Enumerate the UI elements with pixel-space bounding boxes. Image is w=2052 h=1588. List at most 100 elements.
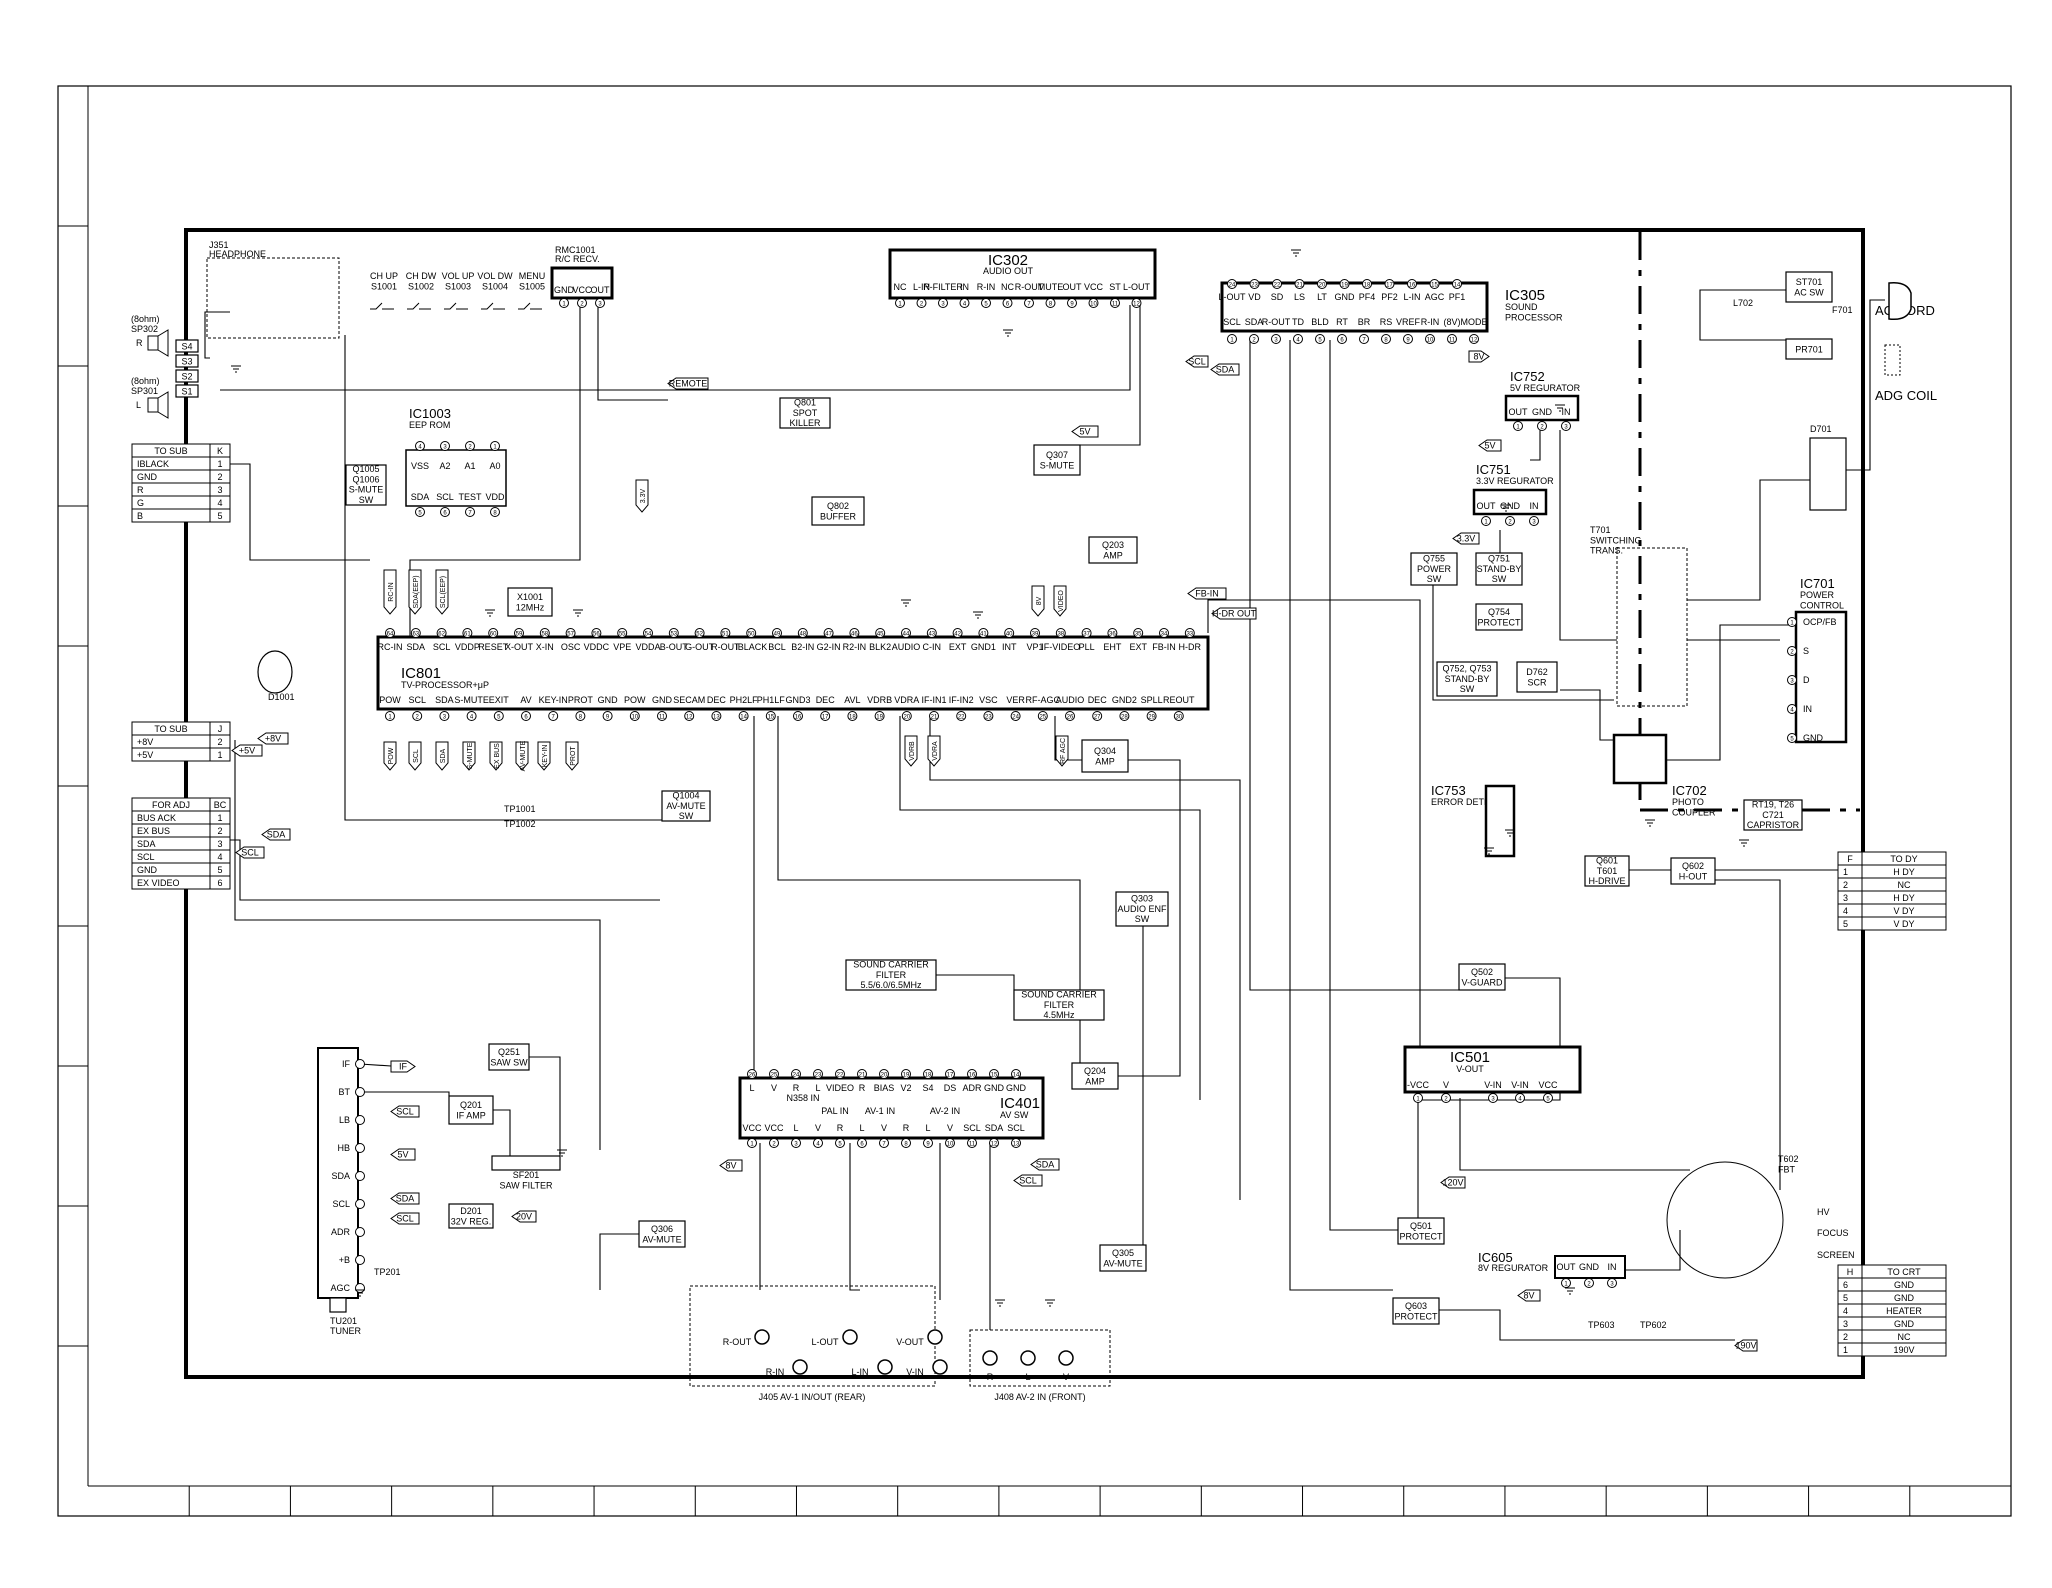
ic302-pin: R-FILTER [923, 282, 963, 292]
pin-number: 1 [1790, 621, 1794, 627]
ic801-signal-arrow-text: VDRB [909, 741, 916, 761]
pin [1787, 646, 1797, 656]
pin-number: 3 [1790, 679, 1794, 685]
pin-number: 33 [1186, 632, 1193, 638]
pin [1011, 1069, 1021, 1079]
signal-tag-text: 120V [1442, 1178, 1463, 1188]
ic801-pin-bottom: SECAM [673, 695, 705, 705]
pin-number: 4 [816, 1142, 820, 1148]
ic501-pin: V [1443, 1080, 1449, 1090]
ic401-pin-bottom: R [903, 1123, 910, 1133]
signal-tag-text: SCL [1019, 1176, 1037, 1186]
pin-number: 4 [470, 715, 474, 721]
ic801-desc: TV-PROCESSOR+μP [401, 680, 489, 690]
pin-number: 60 [490, 632, 497, 638]
pin [559, 298, 569, 308]
ic401-pin-bottom: L [925, 1123, 930, 1133]
ic801-pin-bottom: GND [652, 695, 673, 705]
tuner-pin: SCL [332, 1199, 350, 1209]
q802-block [811, 496, 865, 526]
signal-tag [1210, 363, 1240, 376]
pin-number: 42 [954, 632, 961, 638]
ic801-pin-bottom: VER [1006, 695, 1025, 705]
ic501-pin: -VCC [1407, 1080, 1429, 1090]
ic801-name: IC801 [401, 665, 441, 682]
tuner-pin: AGC [330, 1283, 350, 1293]
ic302-pin: NC [1001, 282, 1014, 292]
pin [945, 1069, 955, 1079]
pin [355, 1143, 365, 1153]
pin-number: 1 [750, 1142, 754, 1148]
ground-symbol [485, 609, 495, 617]
ic751-name: IC751 [1476, 462, 1511, 477]
signal-tag-5v-text: 5V [1079, 427, 1090, 437]
pin [1024, 298, 1034, 308]
ic305-pin-top: GND [1335, 292, 1356, 302]
wire [1846, 299, 1885, 471]
pin [747, 1069, 757, 1079]
pin-number: 41 [980, 632, 987, 638]
pin-number: 3 [1274, 338, 1278, 344]
ic302-pin: IN [960, 282, 969, 292]
pin-number: 1 [1564, 1282, 1568, 1288]
pin-number: 38 [1057, 632, 1064, 638]
pin [602, 711, 613, 721]
ic752-box [1504, 394, 1580, 422]
ic753-box [1484, 784, 1516, 858]
pin-number: 11 [1112, 302, 1119, 308]
tp1001-label: TP1001 [504, 804, 536, 814]
pin [1037, 711, 1048, 721]
to-crt-h-text: 4 [1843, 1306, 1848, 1316]
pin [1088, 298, 1099, 308]
pin-number: 5 [1546, 1097, 1550, 1103]
ic801-pin-bottom: PROT [568, 695, 594, 705]
pin-number: 22 [1274, 283, 1281, 289]
pin [981, 298, 991, 308]
ic1003-box [405, 449, 507, 507]
ic401-pin-top: DS [944, 1083, 957, 1093]
pin [439, 711, 450, 721]
speaker-cone [157, 391, 169, 419]
pin [901, 628, 911, 638]
ic401-pin-top: S4 [922, 1083, 933, 1093]
pin-number: 7 [552, 715, 556, 721]
pin [355, 1171, 365, 1181]
pin-number: 5 [984, 302, 988, 308]
ic801-pin-top: OSC [561, 642, 581, 652]
j405-label: L-IN [851, 1367, 868, 1377]
d1001-label: D1001 [268, 692, 295, 702]
ic701-pin: IN [1803, 704, 1812, 714]
ic501-desc: V-OUT [1456, 1064, 1484, 1074]
adg-coil-label: ADG COIL [1875, 388, 1937, 403]
ic302-name: IC302 [988, 252, 1028, 269]
pin [769, 1069, 779, 1079]
ic801-pin-top: BLK2 [869, 642, 891, 652]
ic401-pin-bottom: V [815, 1123, 821, 1133]
ic305-name: IC305 [1505, 287, 1545, 304]
pin [1004, 628, 1015, 638]
ground-symbol [1291, 249, 1301, 257]
for-adj-bc-text: 5 [217, 865, 222, 875]
ic401-pin-bottom: VCC [742, 1123, 762, 1133]
ic801-signal-arrow-text: PROT [570, 746, 577, 766]
ic305-pin-bottom: R-OUT [1262, 317, 1291, 327]
pin [989, 1138, 999, 1148]
speaker-ohm: (8ohm) [131, 376, 160, 386]
pin [1030, 628, 1040, 638]
for-adj-bc-text: 6 [217, 878, 222, 888]
pin-number: 22 [837, 1073, 844, 1079]
ic302-pin: ST [1109, 282, 1121, 292]
to-crt-h-text: GND [1894, 1319, 1915, 1329]
q304-block [1081, 739, 1129, 773]
ic305-pin-bottom: TD [1292, 317, 1304, 327]
pin-number: 5 [418, 511, 422, 517]
pin [1271, 334, 1281, 344]
pin-number: 30 [1175, 715, 1182, 721]
signal-tag [1517, 1289, 1541, 1302]
ic801-signal-arrow [537, 741, 551, 771]
signal-tag-text: H-DR OUT [1212, 609, 1256, 619]
pin [1067, 298, 1077, 308]
ic801-signal-arrow-text: SDA [440, 748, 447, 763]
